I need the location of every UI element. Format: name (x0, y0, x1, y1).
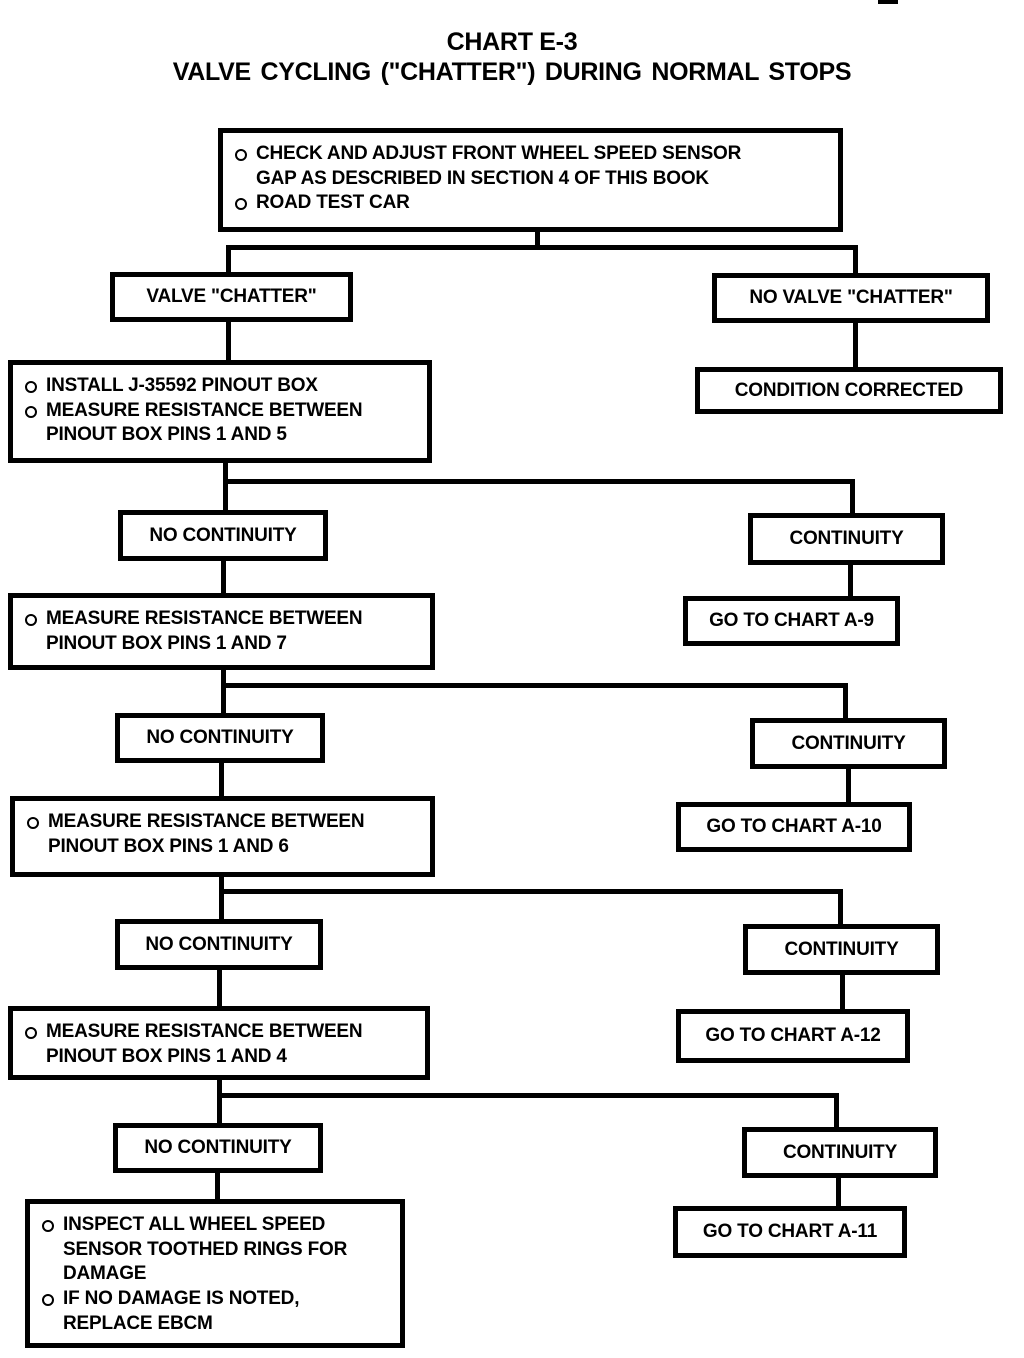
list-item-text: INSTALL J-35592 PINOUT BOX (46, 375, 318, 396)
node-no-valve-chatter: NO VALVE "CHATTER" (712, 273, 990, 323)
connector-to-no-continuity-1 (223, 479, 228, 512)
node-no-continuity-3: NO CONTINUITY (115, 919, 323, 970)
node-no-continuity-4: NO CONTINUITY (113, 1123, 323, 1173)
node-measure-pins-1-6: MEASURE RESISTANCE BETWEEN PINOUT BOX PI… (10, 796, 435, 877)
connector-to-no-continuity-3 (219, 889, 224, 922)
connector-to-no-continuity-2 (221, 683, 226, 715)
connector-nc3-measure14 (217, 968, 222, 1008)
node-label: NO VALVE "CHATTER" (749, 287, 953, 308)
connector-to-no-valve-chatter (853, 245, 858, 276)
bullet-icon (25, 381, 37, 393)
connector-measure17-stub (221, 668, 226, 688)
node-measure-pins-1-7: MEASURE RESISTANCE BETWEEN PINOUT BOX PI… (8, 593, 435, 670)
node-goto-chart-a12: GO TO CHART A-12 (676, 1009, 910, 1063)
node-continuity-3: CONTINUITY (743, 924, 940, 975)
connector-nc4-inspect (215, 1171, 220, 1201)
list-item-text: CHECK AND ADJUST FRONT WHEEL SPEED SENSO… (256, 143, 742, 189)
node-goto-chart-a9: GO TO CHART A-9 (683, 596, 900, 646)
node-label: CONDITION CORRECTED (734, 379, 964, 401)
connector-c1-a9 (848, 563, 853, 598)
list-item: INSTALL J-35592 PINOUT BOX (25, 374, 417, 399)
node-label: NO CONTINUITY (144, 1137, 292, 1158)
node-install-pinout: INSTALL J-35592 PINOUT BOX MEASURE RESIS… (8, 360, 432, 463)
connector-to-continuity-1 (850, 479, 855, 515)
connector-c3-a12 (840, 973, 845, 1011)
connector-install-stub (223, 461, 228, 486)
bullet-icon (25, 614, 37, 626)
bullet-icon (25, 1027, 37, 1039)
chart-title-line1: CHART E-3 (446, 28, 578, 56)
list-item-text: IF NO DAMAGE IS NOTED, REPLACE EBCM (63, 1288, 300, 1334)
chart-title-line2: VALVE CYCLING ("CHATTER") DURING NORMAL … (172, 57, 852, 86)
connector-c2-a10 (846, 767, 851, 804)
node-label: GO TO CHART A-9 (709, 610, 874, 631)
list-item: MEASURE RESISTANCE BETWEEN PINOUT BOX PI… (25, 607, 420, 656)
node-continuity-1: CONTINUITY (748, 513, 945, 565)
node-label: NO CONTINUITY (146, 727, 294, 748)
node-label: NO CONTINUITY (145, 933, 293, 955)
list-item-text: ROAD TEST CAR (256, 192, 410, 214)
node-continuity-4: CONTINUITY (742, 1127, 938, 1178)
scan-artifact (878, 0, 898, 4)
connector-to-continuity-4 (834, 1093, 839, 1129)
node-continuity-2: CONTINUITY (750, 718, 947, 769)
bullet-icon (27, 817, 39, 829)
connector-split-3 (221, 683, 848, 688)
list-item: CHECK AND ADJUST FRONT WHEEL SPEED SENSO… (235, 142, 828, 191)
bullet-icon (42, 1294, 54, 1307)
connector-nc2-measure16 (219, 761, 224, 798)
list-item: INSPECT ALL WHEEL SPEED SENSOR TOOTHED R… (42, 1213, 390, 1287)
node-label: NO CONTINUITY (149, 524, 297, 546)
connector-split-2 (223, 479, 855, 484)
connector-no-valve-condition (853, 321, 858, 369)
connector-nc1-measure17 (221, 559, 226, 595)
connector-c4-a11 (836, 1176, 841, 1208)
bullet-icon (25, 405, 37, 418)
list-item: MEASURE RESISTANCE BETWEEN PINOUT BOX PI… (25, 1020, 415, 1069)
connector-split-4 (219, 889, 843, 894)
chart-title: CHART E-3 VALVE CYCLING ("CHATTER") DURI… (0, 28, 1024, 87)
node-label: GO TO CHART A-12 (705, 1025, 881, 1046)
node-label: CONTINUITY (789, 528, 904, 549)
node-goto-chart-a11: GO TO CHART A-11 (673, 1206, 907, 1258)
bullet-icon (42, 1220, 54, 1232)
node-no-continuity-1: NO CONTINUITY (118, 510, 328, 561)
node-goto-chart-a10: GO TO CHART A-10 (676, 802, 912, 852)
list-item: MEASURE RESISTANCE BETWEEN PINOUT BOX PI… (25, 399, 417, 448)
connector-to-valve-chatter (226, 245, 231, 275)
list-item: MEASURE RESISTANCE BETWEEN PINOUT BOX PI… (27, 810, 420, 859)
node-valve-chatter: VALVE "CHATTER" (110, 272, 353, 322)
list-item: IF NO DAMAGE IS NOTED, REPLACE EBCM (42, 1287, 390, 1336)
connector-valve-chatter-install (226, 320, 231, 362)
connector-split-5 (217, 1093, 839, 1098)
connector-split-1 (226, 245, 858, 250)
list-item-text: MEASURE RESISTANCE BETWEEN PINOUT BOX PI… (46, 399, 363, 446)
connector-to-continuity-2 (843, 683, 848, 720)
node-no-continuity-2: NO CONTINUITY (115, 713, 325, 763)
list-item-text: INSPECT ALL WHEEL SPEED SENSOR TOOTHED R… (63, 1214, 348, 1285)
node-label: GO TO CHART A-11 (702, 1221, 878, 1242)
list-item-text: MEASURE RESISTANCE BETWEEN PINOUT BOX PI… (46, 1021, 363, 1067)
list-item: ROAD TEST CAR (235, 191, 828, 216)
bullet-icon (235, 149, 247, 161)
connector-measure16-stub (219, 875, 224, 895)
connector-to-continuity-3 (838, 889, 843, 927)
node-condition-corrected: CONDITION CORRECTED (695, 367, 1003, 414)
node-check-adjust: CHECK AND ADJUST FRONT WHEEL SPEED SENSO… (218, 128, 843, 232)
node-measure-pins-1-4: MEASURE RESISTANCE BETWEEN PINOUT BOX PI… (8, 1006, 430, 1080)
bullet-icon (235, 198, 247, 211)
node-label: CONTINUITY (791, 732, 906, 754)
node-label: CONTINUITY (784, 938, 899, 960)
node-label: GO TO CHART A-10 (706, 816, 882, 837)
connector-measure14-stub (217, 1078, 222, 1098)
list-item-text: MEASURE RESISTANCE BETWEEN PINOUT BOX PI… (48, 811, 365, 857)
connector-to-no-continuity-4 (217, 1093, 222, 1125)
list-item-text: MEASURE RESISTANCE BETWEEN PINOUT BOX PI… (46, 608, 363, 654)
connector-start-stub (535, 230, 540, 250)
node-label: VALVE "CHATTER" (146, 286, 317, 307)
node-inspect-rings: INSPECT ALL WHEEL SPEED SENSOR TOOTHED R… (25, 1199, 405, 1348)
node-label: CONTINUITY (782, 1141, 898, 1163)
